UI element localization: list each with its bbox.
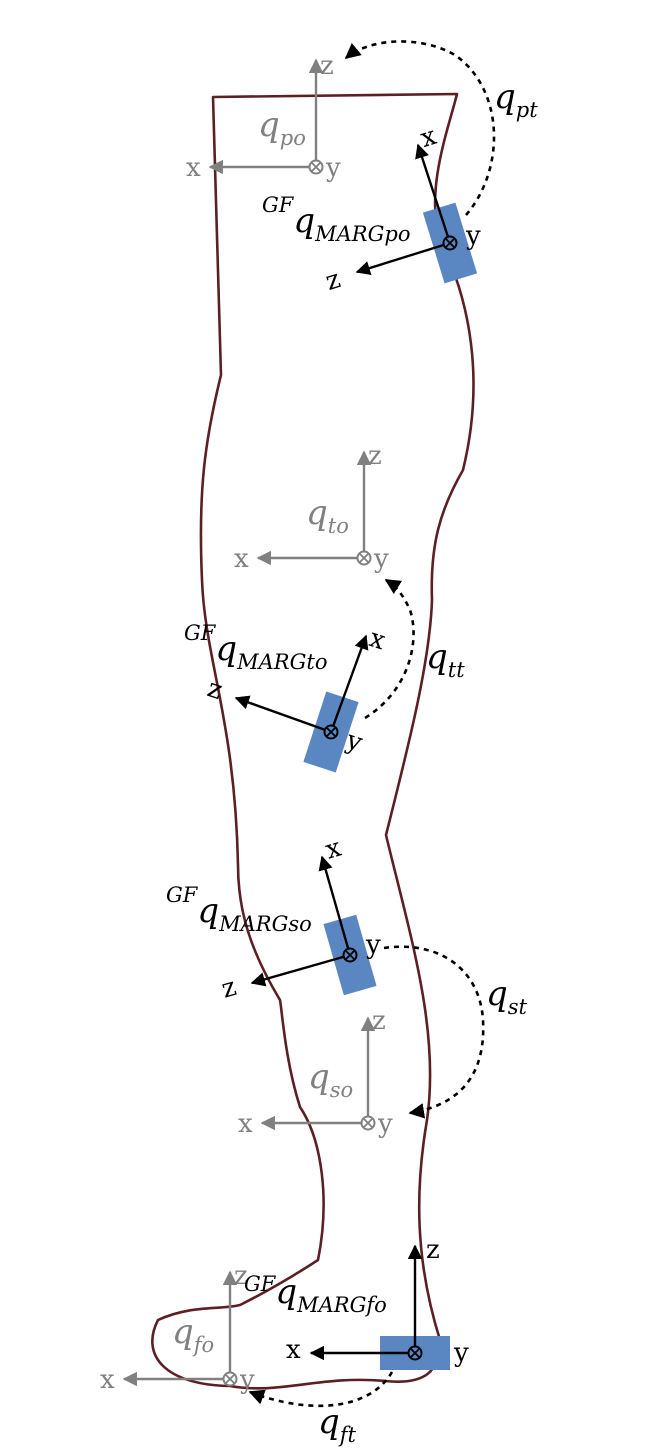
label-q-ft: qft xyxy=(318,1402,357,1447)
axis-label-y: y xyxy=(325,153,341,183)
axis-label-z: z xyxy=(218,972,239,1005)
arc-q-pt xyxy=(344,40,496,216)
axis-label-y: y xyxy=(365,930,381,960)
axis-label-z: z xyxy=(320,51,334,81)
label-q-to: qto xyxy=(306,493,349,538)
axis-label-y: y xyxy=(453,1338,469,1368)
axis-label-z: z xyxy=(234,1261,248,1291)
frame-shank-global: z x y xyxy=(238,1006,393,1139)
arc-q-tt xyxy=(364,578,415,720)
axis-label-x: x xyxy=(238,1109,253,1139)
label-q-po: qpo xyxy=(258,105,306,150)
label-gf-q-margto: GFqMARGto xyxy=(184,621,327,674)
axis-label-z: z xyxy=(426,1235,440,1265)
axis-label-z: z xyxy=(372,1006,386,1036)
axis-label-z: z xyxy=(322,264,344,297)
axis-label-x: x xyxy=(366,623,390,656)
axis-label-x: x xyxy=(234,544,249,574)
label-gf-q-margpo: GFqMARGpo xyxy=(262,193,410,246)
arc-q-ft xyxy=(248,1371,394,1408)
axis-label-y: y xyxy=(377,1109,393,1139)
axis-label-x: x xyxy=(322,833,345,866)
label-q-st: qst xyxy=(486,974,528,1019)
label-q-so: qso xyxy=(308,1057,353,1102)
axis-label-x: x xyxy=(286,1335,301,1365)
label-gf-q-margfo: GFqMARGfo xyxy=(244,1272,387,1317)
label-gf-q-margso: GFqMARGso xyxy=(166,883,312,936)
frame-pelvis-sensor: x z y xyxy=(322,121,481,297)
arc-q-st xyxy=(383,945,485,1119)
frame-thigh-global: z x y xyxy=(234,441,389,574)
frame-foot-global: z x y xyxy=(100,1261,255,1395)
axis-label-z: z xyxy=(368,441,382,471)
label-q-tt: qtt xyxy=(426,637,465,682)
frame-pelvis-global: z x y xyxy=(186,51,341,183)
axis-label-y: y xyxy=(373,544,389,574)
label-q-pt: qpt xyxy=(494,77,538,122)
axis-label-x: x xyxy=(100,1365,115,1395)
axis-label-z: z xyxy=(204,673,226,706)
axis-label-y: y xyxy=(465,221,481,251)
frame-foot-sensor: z x y xyxy=(286,1235,469,1368)
axis-label-x: x xyxy=(186,153,201,183)
axis-label-y: y xyxy=(239,1365,255,1395)
label-q-fo: qfo xyxy=(172,1312,214,1357)
leg-outline xyxy=(151,92,475,1390)
